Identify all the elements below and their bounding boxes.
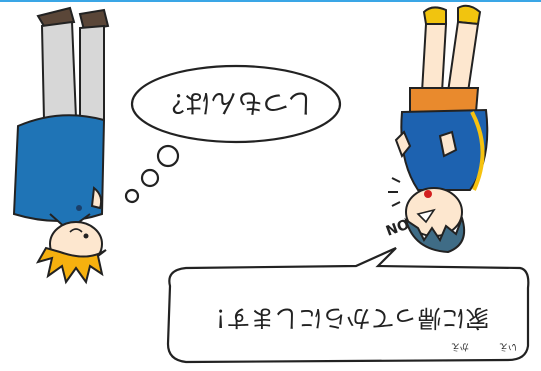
thought-bubble: しつもんは？ bbox=[124, 64, 342, 204]
thought-dot-small bbox=[124, 188, 140, 204]
right-shoe-1 bbox=[422, 6, 447, 25]
left-shoe-1 bbox=[36, 6, 76, 28]
right-character: NO bbox=[384, 4, 489, 254]
thought-text: しつもんは？ bbox=[159, 87, 313, 117]
left-pants bbox=[40, 20, 78, 122]
thought-bubble-body bbox=[130, 64, 342, 144]
left-pants-leg-2 bbox=[79, 24, 105, 121]
left-hand bbox=[90, 186, 103, 210]
thought-dot-medium bbox=[140, 168, 160, 188]
right-leg-2 bbox=[446, 20, 480, 93]
right-shorts bbox=[409, 87, 480, 113]
left-shoe-2 bbox=[78, 8, 110, 32]
right-mouth bbox=[416, 208, 436, 224]
top-border-line bbox=[0, 0, 541, 2]
right-eye bbox=[424, 190, 432, 198]
furigana-kae: かえ bbox=[451, 341, 469, 352]
left-button bbox=[76, 205, 82, 211]
left-hair bbox=[35, 246, 107, 285]
speech-bubble: 家に帰ってからにします！ いえ かえ bbox=[166, 246, 530, 364]
sound-effect-no: NO bbox=[384, 217, 412, 240]
left-character bbox=[12, 6, 110, 285]
right-leg-1 bbox=[420, 23, 448, 93]
right-hand-2 bbox=[438, 130, 458, 158]
speech-text: 家に帰ってからにします！ bbox=[203, 304, 490, 332]
right-hair bbox=[404, 214, 466, 254]
right-shirt-trim bbox=[470, 111, 485, 191]
speech-bubble-body bbox=[166, 246, 530, 364]
left-shirt bbox=[12, 114, 106, 222]
right-hand-1 bbox=[394, 130, 412, 158]
left-eye bbox=[83, 233, 89, 239]
left-mouth bbox=[69, 228, 83, 233]
furigana-ie: いえ bbox=[499, 341, 517, 352]
motion-lines bbox=[388, 177, 401, 207]
right-shoe-2 bbox=[457, 4, 482, 26]
thought-dot-large bbox=[156, 144, 180, 168]
